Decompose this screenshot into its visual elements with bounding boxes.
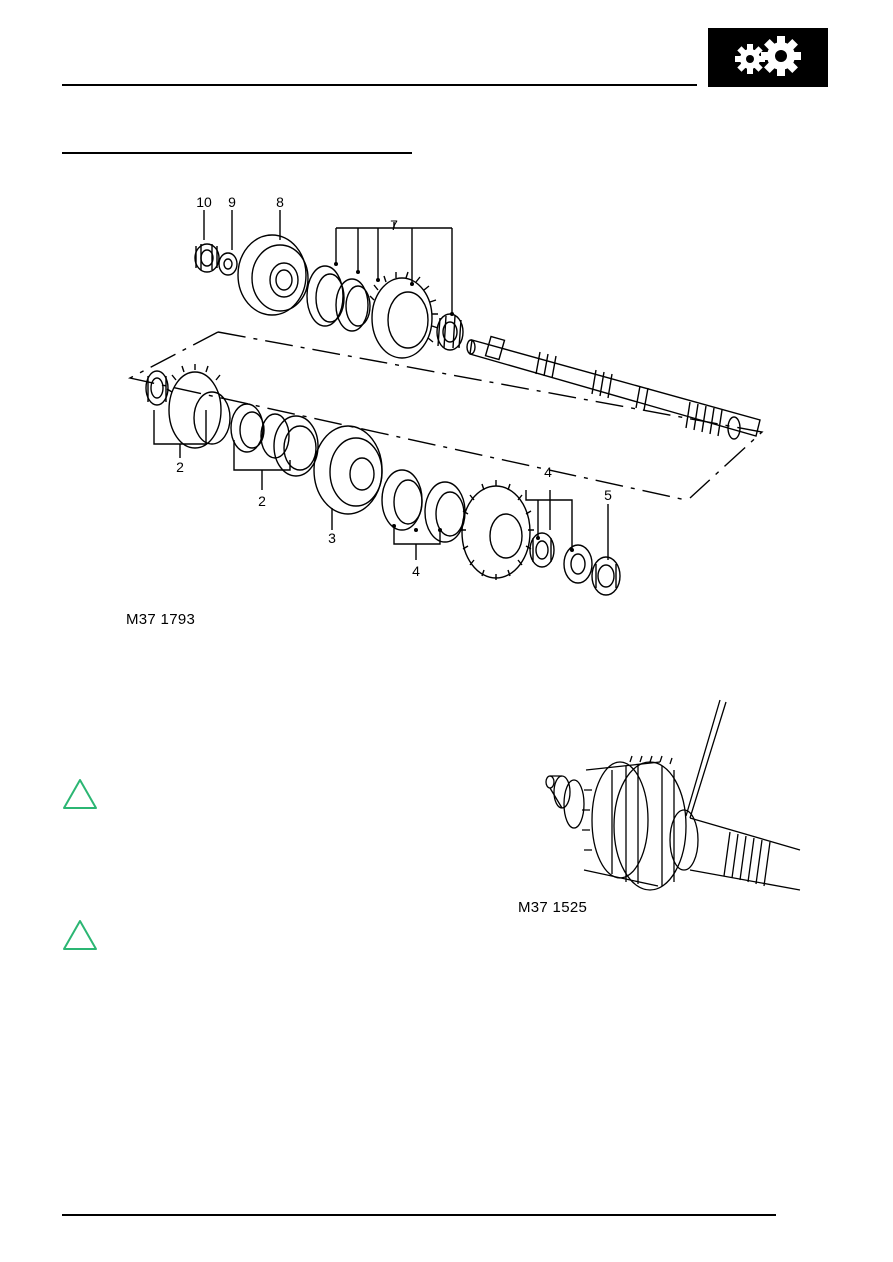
callout-7: 7	[390, 217, 398, 233]
section-badge	[708, 28, 828, 87]
section-heading-rule	[62, 152, 412, 154]
figure-code-1: M37 1793	[126, 611, 196, 628]
caution-triangle-icon	[63, 920, 97, 950]
callout-10: 10	[196, 194, 212, 210]
callout-2a: 2	[176, 459, 184, 475]
callout-3: 3	[328, 530, 336, 546]
gear-removal-illustration	[545, 699, 801, 891]
caution-triangle-icon	[63, 779, 97, 809]
callout-5: 5	[604, 487, 612, 503]
header-rule	[62, 84, 697, 86]
footer-rule	[62, 1214, 776, 1216]
callout-8: 8	[276, 194, 284, 210]
callout-9: 9	[228, 194, 236, 210]
gears-icon	[735, 35, 801, 76]
figure-code-2: M37 1525	[518, 899, 588, 916]
callout-2b: 2	[258, 493, 266, 509]
callout-4a: 4	[544, 464, 552, 480]
callout-4b: 4	[412, 563, 420, 579]
exploded-shaft-illustration	[127, 210, 764, 596]
